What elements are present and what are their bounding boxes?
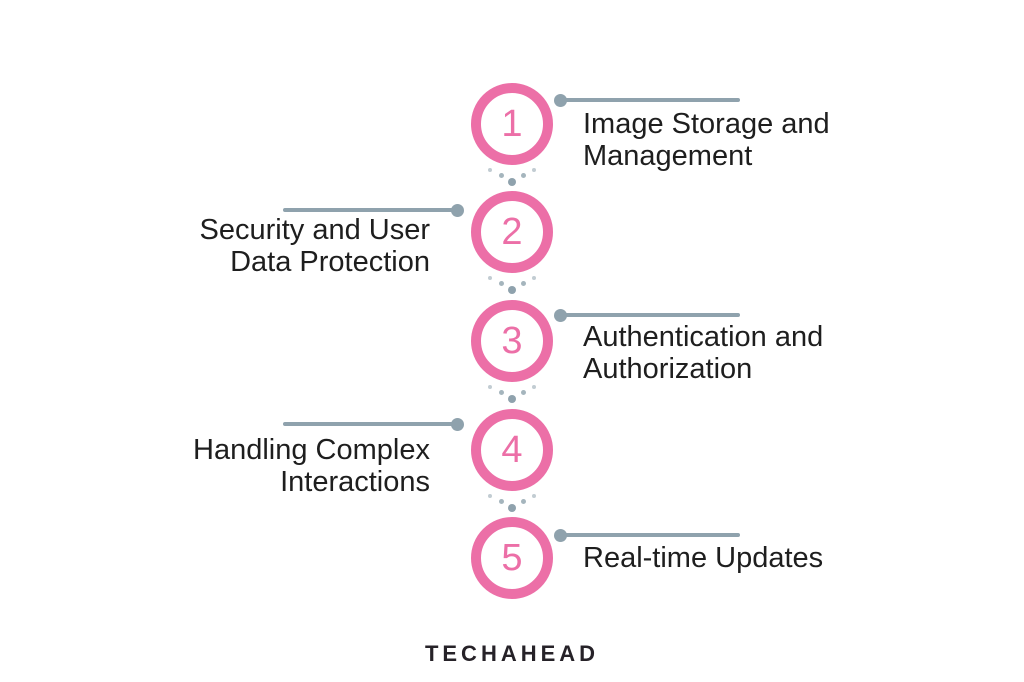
connector-endpoint-dot — [554, 528, 567, 542]
step-2-connector-line — [283, 203, 464, 217]
step-1-label: Image Storage and Management — [583, 108, 830, 172]
dot — [488, 276, 492, 280]
dot — [488, 168, 492, 172]
step-2-label: Security and User Data Protection — [199, 214, 431, 278]
chevron-down-dots — [488, 494, 536, 512]
connector-endpoint-dot — [554, 93, 567, 107]
step-5-label: Real-time Updates — [583, 542, 824, 574]
dot — [508, 395, 516, 403]
dot — [508, 504, 516, 512]
dot — [488, 494, 492, 498]
step-1-number: 1 — [501, 103, 523, 145]
chevron-down-dots — [488, 168, 536, 186]
chevron-down-dots — [488, 385, 536, 403]
step-5-number: 5 — [501, 537, 523, 579]
dot — [532, 276, 536, 280]
dot — [498, 172, 504, 178]
chevron-down-dots — [488, 276, 536, 294]
step-2-number: 2 — [501, 211, 523, 253]
dot — [532, 385, 536, 389]
step-5-circle: 5 — [471, 517, 553, 599]
step-4-connector-line — [283, 417, 464, 431]
dot — [488, 385, 492, 389]
step-3-number: 3 — [501, 320, 523, 362]
step-3-label: Authentication and Authorization — [583, 321, 824, 385]
step-4-label: Handling Complex Interactions — [193, 434, 430, 498]
dot — [520, 280, 526, 286]
step-2-circle: 2 — [471, 191, 553, 273]
step-4-circle: 4 — [471, 409, 553, 491]
step-3-connector-line — [554, 308, 740, 322]
step-1-circle: 1 — [471, 83, 553, 165]
dot — [498, 280, 504, 286]
connector-endpoint-dot — [451, 203, 464, 217]
dot — [532, 494, 536, 498]
dot — [498, 389, 504, 395]
dot — [498, 498, 504, 504]
step-1-connector-line — [554, 93, 740, 107]
connector-endpoint-dot — [554, 308, 567, 322]
connector-endpoint-dot — [451, 417, 464, 431]
dot — [520, 172, 526, 178]
dot — [532, 168, 536, 172]
brand-logo: TECHAHEAD — [424, 641, 600, 666]
step-5-connector-line — [554, 528, 740, 542]
step-4-number: 4 — [501, 429, 523, 471]
dot — [508, 178, 516, 186]
dot — [508, 286, 516, 294]
dot — [520, 498, 526, 504]
dot — [520, 389, 526, 395]
step-3-circle: 3 — [471, 300, 553, 382]
